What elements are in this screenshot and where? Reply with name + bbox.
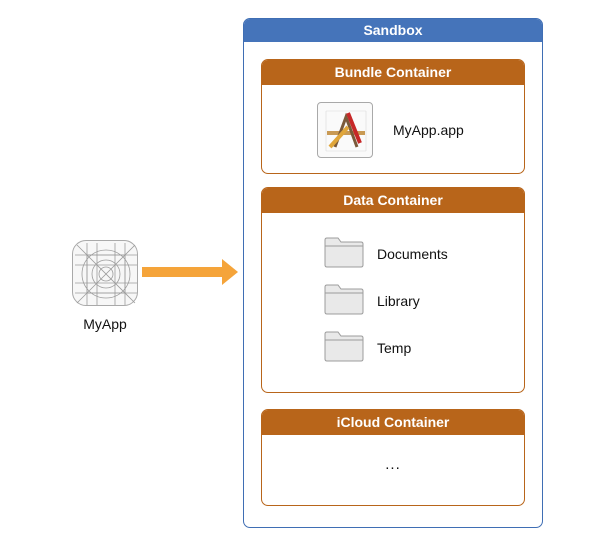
folder-label-documents: Documents: [377, 246, 448, 262]
folder-icon: [324, 284, 364, 315]
data-container: Data Container Documents Library Temp: [261, 187, 525, 393]
folder-icon: [324, 331, 364, 362]
bundle-container: Bundle Container MyApp.app: [261, 59, 525, 174]
xcode-icon: [317, 102, 373, 158]
folder-row-temp: Temp: [324, 330, 514, 364]
sandbox-box: Sandbox Bundle Container: [243, 18, 543, 528]
icloud-content-ellipsis: ...: [385, 456, 401, 473]
folder-label-temp: Temp: [377, 340, 412, 356]
sandbox-title: Sandbox: [244, 19, 542, 42]
folder-label-library: Library: [377, 293, 420, 309]
data-container-title: Data Container: [262, 188, 524, 213]
icloud-container: iCloud Container ...: [261, 409, 525, 506]
app-label: MyApp: [83, 316, 127, 332]
bundle-container-title: Bundle Container: [262, 60, 524, 85]
folder-row-library: Library: [324, 283, 514, 317]
arrow-right-icon: [142, 259, 238, 285]
folder-icon: [324, 237, 364, 268]
folder-row-documents: Documents: [324, 236, 514, 270]
app-template-icon: [72, 240, 138, 306]
icloud-container-title: iCloud Container: [262, 410, 524, 435]
bundle-item-label: MyApp.app: [393, 122, 464, 138]
